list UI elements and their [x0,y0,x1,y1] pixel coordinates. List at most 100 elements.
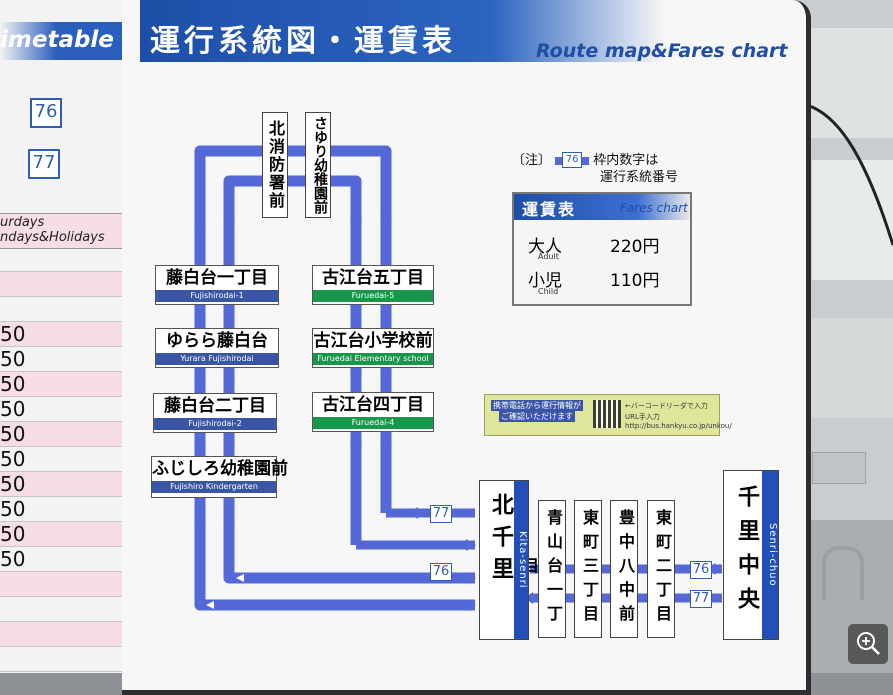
zoom-in-icon [857,632,880,655]
table-row [0,472,132,497]
timetable-header [0,22,140,60]
saturdays-label: urdays [0,215,45,230]
day-header [0,213,134,249]
qr-text: URL手入力 [625,413,660,421]
board-header [140,0,780,62]
zoom-button[interactable] [848,624,888,664]
minute-cell: 50 [0,372,26,396]
minute-cell: 50 [0,322,26,346]
table-row [0,497,132,522]
stop-furuedai-5: 古江台五丁目 Furuedai-5 [312,265,434,305]
qr-text: http://bus.hankyu.co.jp/unkou/ [625,422,732,430]
building-sign [812,452,866,484]
table-row [0,647,132,672]
minute-cell: 50 [0,347,26,371]
minute-cell: 50 [0,447,26,471]
qr-text: ご確認いただけます [499,411,575,422]
building-window [812,160,893,280]
table-row [0,622,132,647]
terminal-name-en: Kita-senri [514,481,528,639]
child-price: 110円 [610,271,660,291]
note-line-1: 枠内数字は [593,153,659,168]
terminal-senri-chuo: 千里中央 Senri-chuo [723,470,779,640]
adult-label: 大人 [528,237,562,257]
terminal-name: 北千里 [488,493,513,589]
fare-chart: 運賃表 Fares chart 大人 Adult 220円 小児 Child 1… [512,192,692,306]
table-row [0,422,132,447]
adult-price: 220円 [610,237,660,257]
stop-name-en: Furuedai-5 [313,290,433,302]
stop-name-en: Fujishirodai-1 [156,290,278,302]
stop-name-en: Yurara Fujishirodai [156,353,278,365]
table-row [0,347,132,372]
stop-name-en: Fujishirodai-2 [154,418,276,430]
fare-title: 運賃表 [522,200,577,219]
stop-name: 藤白台二丁目 [164,396,266,416]
minute-cell: 50 [0,522,26,546]
timetable-title: imetable [0,27,114,53]
terminal-name: 千里中央 [734,485,759,621]
stop-furuedai-4: 古江台四丁目 Furuedai-4 [312,392,434,432]
route-number-note: 〔注〕 76 枠内数字は 運行系統番号 [512,151,702,186]
stop-sayuri-kindergarten: さゆり幼稚園前 [305,112,331,218]
stop-name: ふじしろ幼稚園前 [152,459,288,479]
stop-yurara-fujishirodai: ゆらら藤白台 Yurara Fujishirodai [155,328,279,368]
route-number-label: 77 [690,590,712,608]
note-line-2: 運行系統番号 [600,170,679,185]
child-label: 小児 [528,271,562,291]
minute-cell: 50 [0,397,26,421]
table-row [0,297,132,322]
stop-name: 古江台小学校前 [313,331,433,351]
minute-cell: 50 [0,472,26,496]
fare-title-en: Fares chart [620,201,688,215]
table-row [0,247,132,272]
route-number-label: 76 [690,561,712,579]
stop-name: 藤白台一丁目 [166,268,268,288]
qr-info-sticker: 携帯電話から運行情報が ご確認いただけます ←バーコードリーダで入力 URL手入… [484,394,732,436]
stop-furuedai-elementary: 古江台小学校前 Furuedai Elementary school [312,328,434,368]
child-label-en: Child [538,287,559,296]
stop-fujishiro-kindergarten: ふじしろ幼稚園前 Fujishiro Kindergarten [151,456,288,498]
stop-higashimachi-2: 東町二丁目 [647,500,675,638]
table-row [0,572,132,597]
building-panel [808,318,893,418]
route-number-label: 76 [430,563,452,581]
stop-higashimachi-3: 東町三丁目 [574,500,602,638]
adult-label-en: Adult [538,252,559,261]
table-row [0,597,132,622]
terminal-kita-senri: 北千里 Kita-senri [479,480,529,640]
qr-text: ←バーコードリーダで入力 [625,402,708,410]
stop-name-en: Fujishiro Kindergarten [152,481,276,493]
route-number-76: 76 [30,98,62,128]
table-row [0,547,132,572]
page-title: 運行系統図・運賃表 [150,24,456,59]
stop-fujishirodai-1: 藤白台一丁目 Fujishirodai-1 [155,265,279,305]
route-number-77: 77 [28,149,60,179]
handrail [822,546,864,600]
terminal-name-en: Senri-chuo [762,471,778,639]
table-row [0,522,132,547]
minute-cell: 50 [0,422,26,446]
table-row [0,322,132,347]
table-row [0,372,132,397]
table-row [0,272,132,297]
note-prefix: 〔注〕 [512,153,552,168]
route-number-label: 77 [430,505,452,523]
stop-fujishirodai-2: 藤白台二丁目 Fujishirodai-2 [153,393,277,433]
stop-name-en: Furuedai-4 [313,417,433,429]
stop-name: ゆらら藤白台 [166,331,268,351]
stop-kita-fire-station: 北消防署前 [262,112,288,218]
stop-aoyamadai-1: 青山台一丁目 [520,500,566,638]
minute-cell: 50 [0,547,26,571]
note-route-number: 76 [562,151,583,168]
qr-code-icon [593,400,621,428]
stop-name: 古江台四丁目 [322,395,424,415]
stop-toyonaka-8: 豊中八中前 [610,500,638,638]
stop-name-en: Furuedai Elementary school [313,353,433,365]
building-panel [808,28,893,138]
qr-text: 携帯電話から運行情報が [491,400,583,411]
stop-name: 古江台五丁目 [322,268,424,288]
fare-chart-header [514,194,690,220]
table-row [0,397,132,422]
note-line-sample: 76 [555,151,590,168]
